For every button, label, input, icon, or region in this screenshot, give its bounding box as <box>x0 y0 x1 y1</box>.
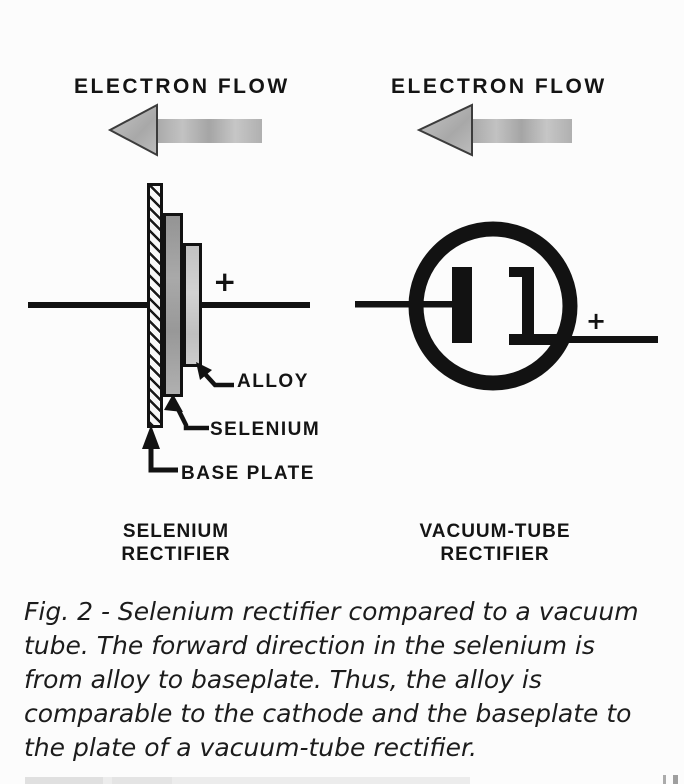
alloy-layer <box>183 243 202 367</box>
vacuum-caption-line2: RECTIFIER <box>440 544 550 565</box>
tube-left-lead-wire <box>355 301 456 308</box>
selenium-caption-line1: SELENIUM <box>122 521 230 542</box>
bottom-right-tick-artifact2 <box>673 775 678 784</box>
tube-plate-top-stub <box>509 267 525 277</box>
vacuum-tube-symbol-icon <box>355 221 658 391</box>
bottom-edge-artifact-band <box>25 777 470 784</box>
bottom-right-tick-artifact <box>663 775 666 784</box>
figure-caption: Fig. 2 - Selenium rectifier compared to … <box>24 595 669 765</box>
electron-flow-label-left: ELECTRON FLOW <box>74 75 290 98</box>
bottom-edge-artifact-segment <box>25 777 103 784</box>
base-plate-callout-label: BASE PLATE <box>181 463 315 484</box>
selenium-rectifier-caption: SELENIUM RECTIFIER <box>86 520 266 566</box>
base-plate-layer <box>147 183 163 428</box>
figure-caption-line-4: comparable to the cathode and the basepl… <box>24 699 632 728</box>
selenium-caption-line2: RECTIFIER <box>121 544 231 565</box>
selenium-callout-label: SELENIUM <box>210 419 321 440</box>
vacuum-caption-line1: VACUUM-TUBE <box>419 521 571 542</box>
selenium-right-lead-wire <box>202 302 310 308</box>
tube-cathode-bar <box>452 267 472 343</box>
vacuum-tube-rectifier-caption: VACUUM-TUBE RECTIFIER <box>395 520 595 566</box>
figure-caption-line-3: from alloy to baseplate. Thus, the alloy… <box>24 665 542 694</box>
electron-flow-label-right: ELECTRON FLOW <box>391 75 607 98</box>
tube-right-lead-wire <box>550 336 658 343</box>
electron-flow-arrow-right-icon <box>416 103 572 157</box>
figure-caption-line-1: Fig. 2 - Selenium rectifier compared to … <box>24 597 639 626</box>
figure-caption-line-2: tube. The forward direction in the selen… <box>24 631 595 660</box>
tube-plate-bar <box>522 267 534 345</box>
electron-flow-arrow-left-icon <box>107 103 262 157</box>
selenium-polarity-plus: + <box>213 265 237 298</box>
alloy-callout-label: ALLOY <box>237 371 309 392</box>
tube-plate-bottom-stub <box>509 334 557 345</box>
tube-polarity-plus: + <box>586 307 607 335</box>
figure-caption-line-5: the plate of a vacuum-tube rectifier. <box>24 733 477 762</box>
selenium-left-lead-wire <box>28 302 147 308</box>
callout-leader-arrows-icon <box>142 362 234 473</box>
tube-envelope-circle <box>408 221 578 391</box>
bottom-edge-artifact-segment2 <box>112 777 172 784</box>
